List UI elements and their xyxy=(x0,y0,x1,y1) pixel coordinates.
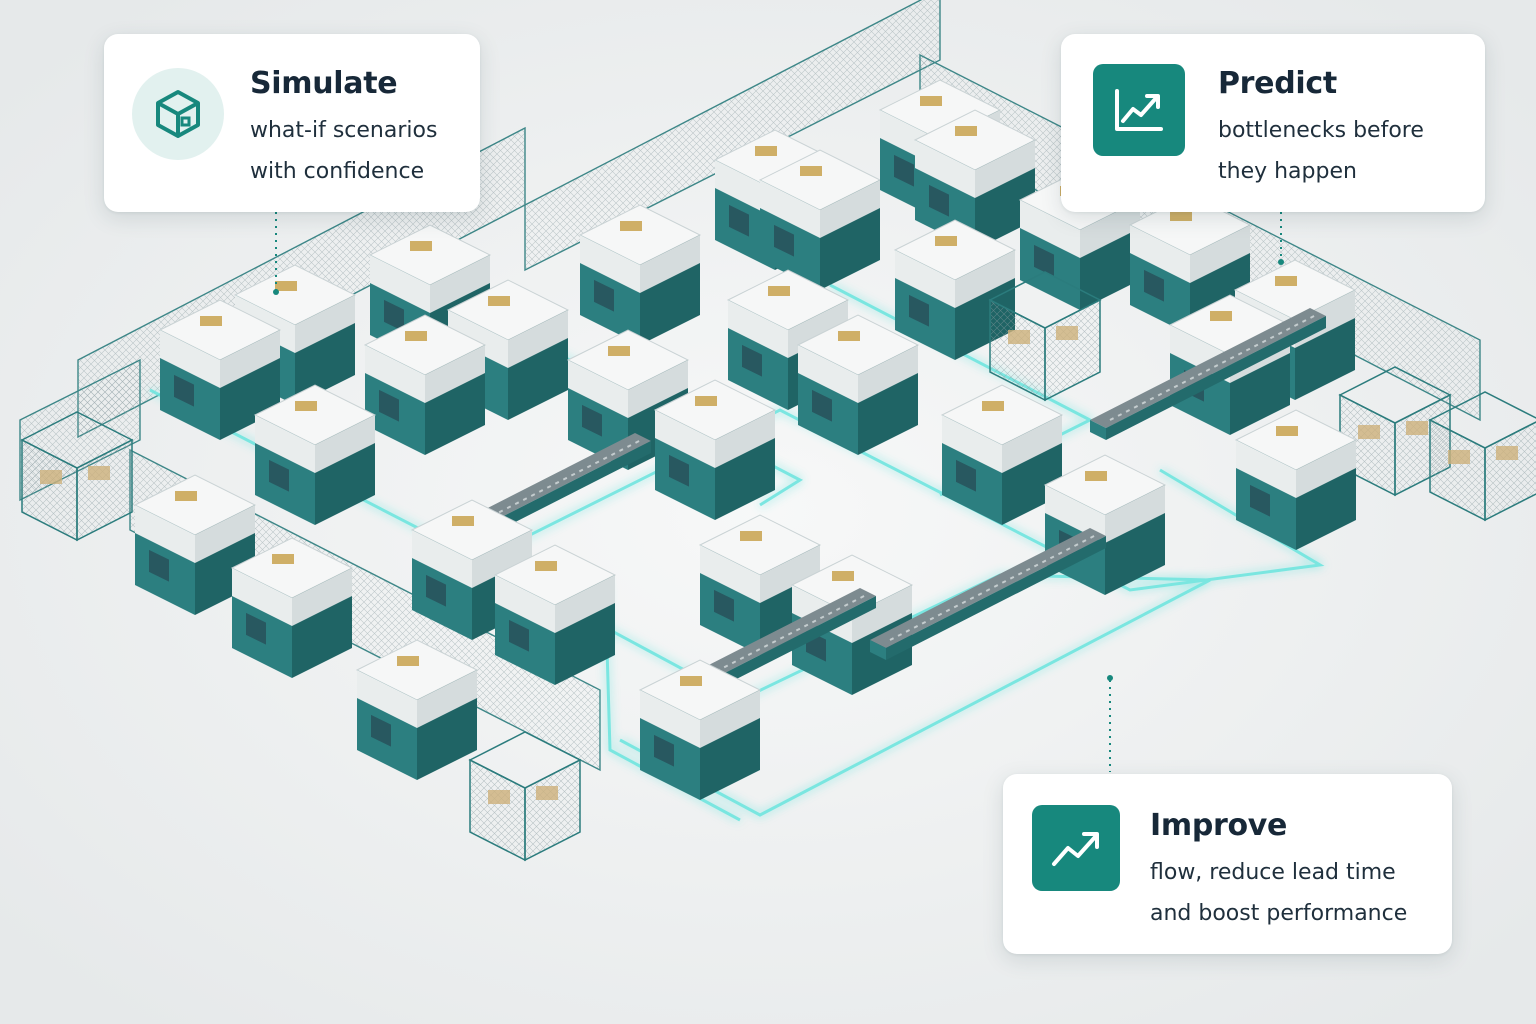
simulate-card: Simulate what-if scenarios with confiden… xyxy=(104,34,480,212)
simulate-desc-line-1: what-if scenarios xyxy=(250,118,438,143)
improve-description: flow, reduce lead time and boost perform… xyxy=(1150,852,1407,934)
simulate-desc-line-2: with confidence xyxy=(250,159,425,184)
trending-up-icon xyxy=(1032,805,1120,891)
predict-card: Predict bottlenecks before they happen xyxy=(1061,34,1485,212)
predict-title: Predict xyxy=(1218,66,1337,101)
predict-desc-line-2: they happen xyxy=(1218,159,1357,184)
improve-title: Improve xyxy=(1150,808,1288,843)
simulate-description: what-if scenarios with confidence xyxy=(250,110,437,192)
simulate-title: Simulate xyxy=(250,66,398,101)
cube-icon xyxy=(132,68,224,160)
improve-desc-line-2: and boost performance xyxy=(1150,901,1408,926)
line-chart-icon xyxy=(1093,64,1185,156)
predict-description: bottlenecks before they happen xyxy=(1218,110,1424,192)
improve-desc-line-1: flow, reduce lead time xyxy=(1150,860,1396,885)
predict-desc-line-1: bottlenecks before xyxy=(1218,118,1424,143)
improve-card: Improve flow, reduce lead time and boost… xyxy=(1003,774,1452,954)
